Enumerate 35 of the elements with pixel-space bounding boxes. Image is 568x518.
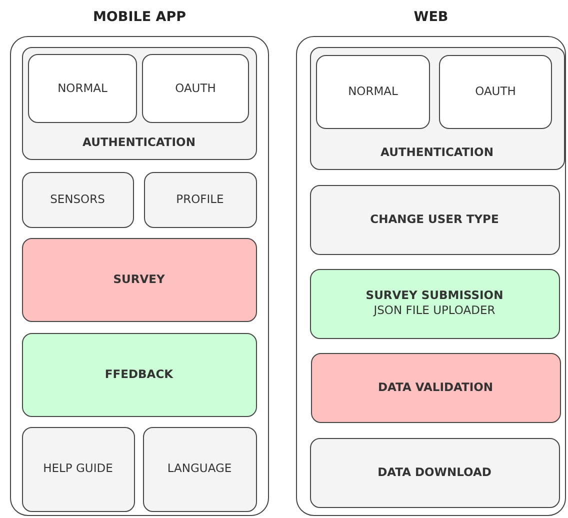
feature-box (310, 268, 560, 338)
feature-group (310, 46, 564, 170)
group-label: AUTHENTICATION (380, 144, 494, 158)
box-label: SENSORS (49, 192, 106, 206)
feature-box (22, 332, 256, 416)
box-label: OAUTH (174, 80, 217, 96)
feature-box (439, 55, 552, 129)
feature-box (28, 54, 137, 123)
box-label: SURVEY SUBMISSION (364, 288, 504, 303)
box-label: HELP GUIDE (42, 461, 114, 476)
box-label: DATA DOWNLOAD (376, 464, 492, 480)
panel-heading: MOBILE APP (92, 9, 187, 25)
box-label: NORMAL (56, 80, 108, 96)
box-sublabel: JSON FILE UPLOADER (372, 303, 496, 318)
feature-box (316, 55, 430, 129)
feature-box (144, 172, 256, 228)
box-label: DATA VALIDATION (376, 380, 494, 394)
box-label: LANGUAGE (166, 461, 233, 476)
feature-box (310, 438, 560, 508)
feature-box (142, 54, 249, 123)
group-label: AUTHENTICATION (82, 134, 196, 148)
box-label: FFEDBACK (104, 366, 174, 382)
feature-box (310, 184, 560, 254)
feature-group (22, 46, 256, 160)
feature-box (22, 172, 134, 228)
feature-box (142, 426, 256, 512)
box-label: CHANGE USER TYPE (369, 212, 500, 226)
box-label: OAUTH (474, 84, 517, 99)
box-label: NORMAL (347, 84, 399, 99)
feature-box (22, 238, 256, 322)
box-label: SURVEY (112, 272, 166, 286)
feature-box (310, 352, 560, 422)
feature-box (22, 426, 134, 512)
box-label: PROFILE (175, 192, 225, 206)
panel-heading: WEB (412, 9, 450, 25)
